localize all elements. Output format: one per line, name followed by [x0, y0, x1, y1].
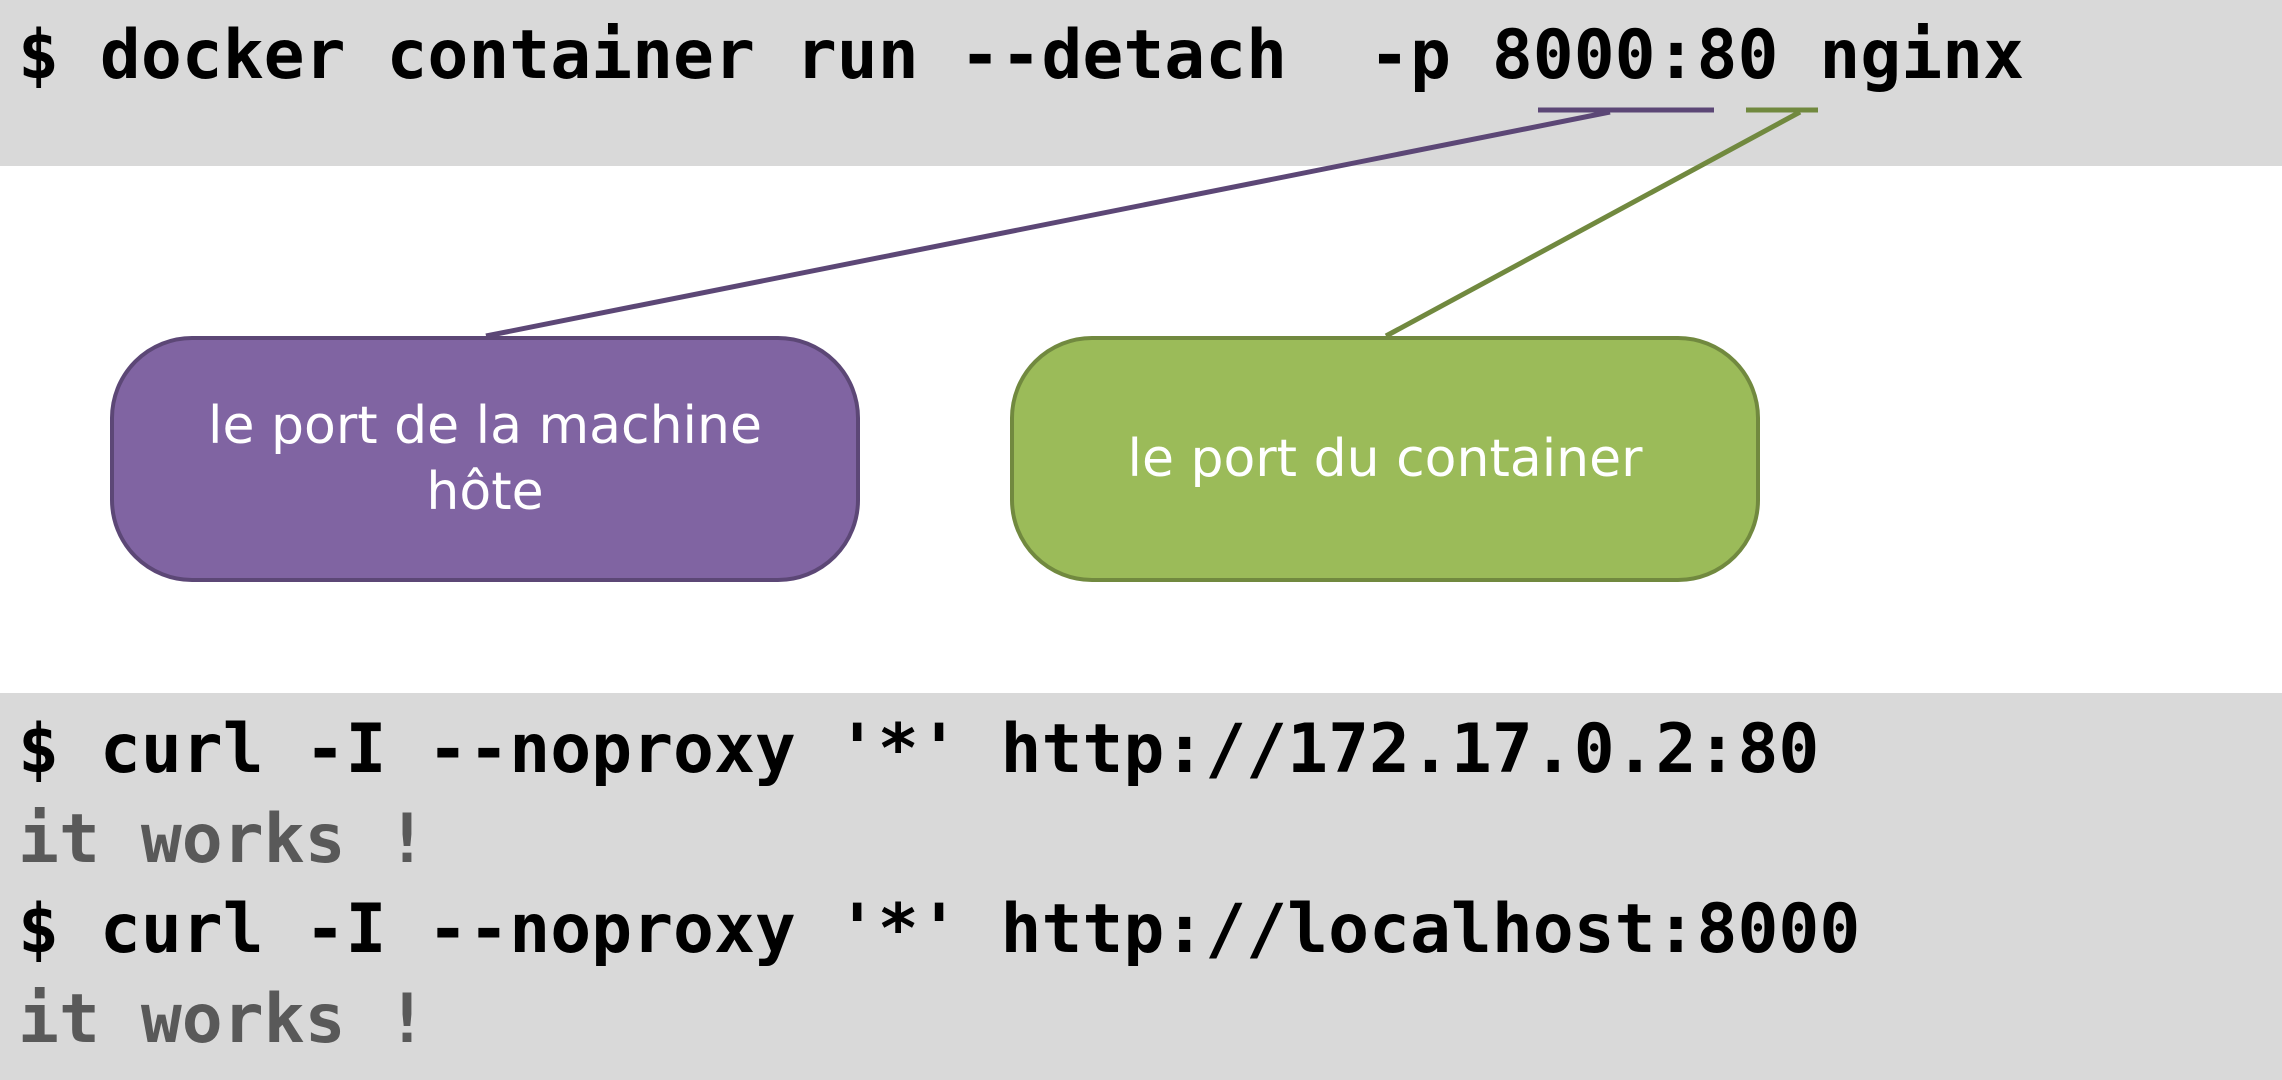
docker-run-command: $ docker container run --detach -p 8000:…: [18, 16, 2025, 95]
curl-localhost-command: $ curl -I --noproxy '*' http://localhost…: [18, 890, 1861, 969]
host-port-callout-label: le port de la machine hôte: [208, 396, 762, 522]
top-command-band: $ docker container run --detach -p 8000:…: [0, 0, 2282, 166]
curl-container-ip-command: $ curl -I --noproxy '*' http://172.17.0.…: [18, 710, 1820, 789]
host-port-callout: le port de la machine hôte: [110, 336, 860, 582]
host-port-connector-line: [485, 109, 1611, 339]
terminal-output-band: [0, 693, 2282, 1080]
curl-localhost-output: it works !: [18, 980, 428, 1059]
curl-container-ip-output: it works !: [18, 800, 428, 879]
container-port-callout: le port du container: [1010, 336, 1760, 582]
container-port-callout-label: le port du container: [1127, 429, 1643, 489]
container-port-connector-line: [1384, 109, 1802, 339]
